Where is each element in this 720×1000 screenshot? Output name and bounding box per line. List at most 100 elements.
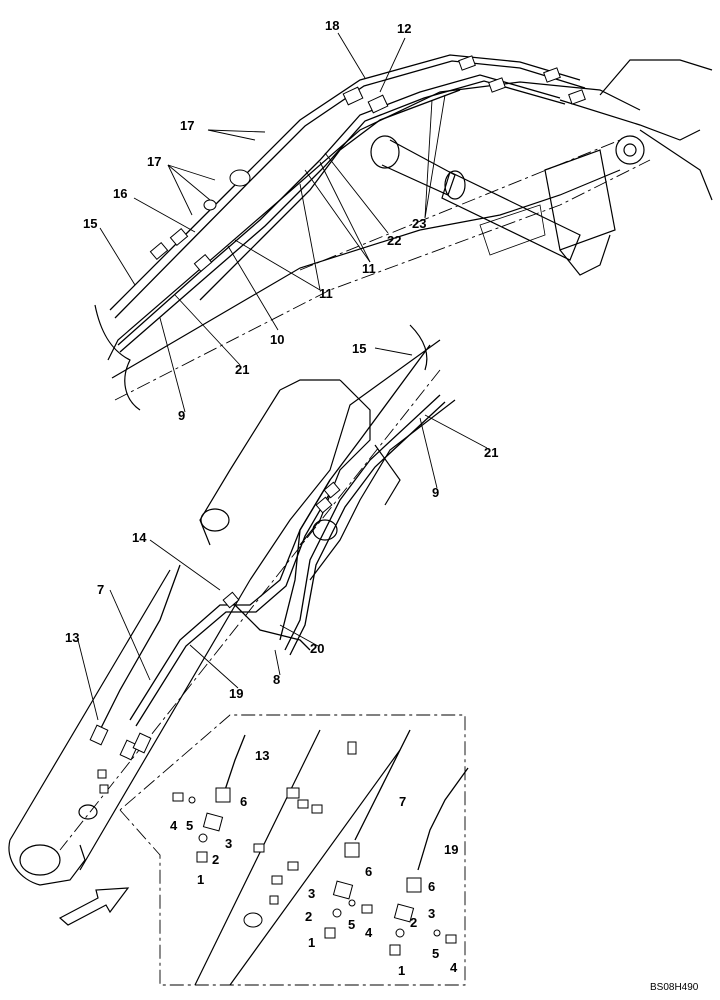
hose-9-arm: [289, 401, 446, 656]
fitting-23-a: [458, 55, 476, 71]
callout-6-a: 6: [240, 794, 247, 809]
detail-fitting-6a: [215, 787, 231, 803]
boom-foot-pin: [615, 135, 645, 165]
callout-1-b: 1: [308, 935, 315, 950]
detail-bolt-4c: [445, 934, 457, 944]
callout-9-top: 9: [178, 408, 185, 423]
arm-hole: [78, 804, 98, 820]
detail-washer-5c: [433, 929, 441, 937]
arm-bracket-outline: [299, 379, 371, 546]
frame-dashline: [299, 139, 621, 271]
cylinder-barrel: [441, 171, 581, 261]
boom-foot-pin-inner: [623, 143, 637, 157]
detail-washer-5a: [188, 796, 196, 804]
leader-lines: [77, 32, 488, 721]
hose-20-arm: [229, 599, 311, 651]
clamp-15: [149, 241, 169, 261]
callout-21-mid: 21: [484, 445, 498, 460]
detail-plug-1b: [324, 927, 336, 939]
arm-break-top: [409, 324, 428, 371]
callout-23: 23: [412, 216, 426, 231]
cylinder-head: [370, 135, 400, 169]
hose-15-upper: [109, 54, 581, 311]
callout-5-b: 5: [348, 917, 355, 932]
arm-tip: [8, 839, 86, 886]
callout-7-mid: 7: [97, 582, 104, 597]
boom-break-left: [94, 304, 141, 411]
detail-block-3b: [332, 880, 354, 900]
callout-9-mid: 9: [432, 485, 439, 500]
callout-7-detail: 7: [399, 794, 406, 809]
callout-13-mid: 13: [65, 630, 79, 645]
hose-15-arm: [279, 344, 431, 641]
arm-bracket-top: [279, 379, 340, 391]
detail-arm-edge-1: [194, 729, 321, 986]
cylinder-gland: [444, 170, 466, 200]
detail-oring-2a: [198, 833, 208, 843]
callout-10: 10: [270, 332, 284, 347]
arm-lug: [374, 444, 401, 506]
callout-11-left: 11: [319, 286, 333, 301]
callout-17-lower: 17: [147, 154, 161, 169]
boom-top-edge: [107, 81, 641, 361]
detail-bolt-4a: [172, 792, 184, 802]
detail-fitting-6c: [406, 877, 422, 893]
frame-side-edge: [639, 129, 713, 201]
callout-17-upper: 17: [180, 118, 194, 133]
hose-16-upper: [114, 60, 586, 319]
callout-2-a: 2: [212, 852, 219, 867]
callout-16: 16: [113, 186, 127, 201]
fitting-23-b: [488, 77, 506, 93]
arm-pin-left: [200, 508, 230, 532]
callout-5-a: 5: [186, 818, 193, 833]
callout-1-c: 1: [398, 963, 405, 978]
detail-hose-19: [417, 767, 469, 871]
arm-view: [8, 324, 456, 886]
detail-oring-2c: [395, 928, 405, 938]
arm-clamp-b: [323, 481, 341, 499]
fitting-23-d: [568, 89, 586, 105]
upper-boom-view: [94, 54, 713, 411]
clamp-21: [193, 253, 213, 273]
arm-bolt-a: [97, 769, 107, 779]
arm-centerline: [59, 369, 441, 851]
callout-20: 20: [310, 641, 324, 656]
detail-clamp-g: [271, 875, 283, 885]
detail-bolt-4b: [361, 904, 373, 914]
callout-3-c: 3: [428, 906, 435, 921]
callout-6-b: 6: [365, 864, 372, 879]
detail-view: [119, 714, 469, 986]
frame-bracket: [479, 204, 546, 256]
detail-clamp-e: [253, 843, 265, 853]
direction-arrow-icon: [58, 887, 130, 926]
callout-5-c: 5: [432, 946, 439, 961]
hose-22: [199, 89, 461, 301]
detail-block-3a: [202, 812, 224, 832]
boom-lower-edge: [111, 169, 621, 379]
callout-4-a: 4: [170, 818, 178, 833]
detail-clamp-f: [287, 861, 299, 871]
hose-21-arm: [284, 394, 441, 651]
fitting-7-end: [119, 739, 139, 761]
detail-boundary: [119, 714, 466, 986]
arm-tip-pin: [19, 844, 61, 876]
callout-14: 14: [132, 530, 147, 545]
clamp-17-b: [203, 199, 217, 211]
clamp-18: [342, 86, 364, 106]
hose-7-arm: [129, 479, 331, 721]
callout-1-a: 1: [197, 872, 204, 887]
drawing-code: BS08H490: [650, 982, 699, 993]
callout-2-b: 2: [305, 909, 312, 924]
hose-19-arm: [135, 485, 335, 727]
arm-body-top-edge: [9, 569, 171, 841]
clamp-17-a: [229, 169, 251, 187]
arm-body-bottom-edge: [79, 579, 251, 871]
callout-19-detail: 19: [444, 842, 458, 857]
clamp-16: [169, 227, 189, 247]
detail-oring-2b: [332, 908, 342, 918]
arm-clamp-c: [222, 591, 240, 609]
arm-clamp-a: [315, 496, 333, 514]
boom-centerline: [114, 159, 651, 401]
